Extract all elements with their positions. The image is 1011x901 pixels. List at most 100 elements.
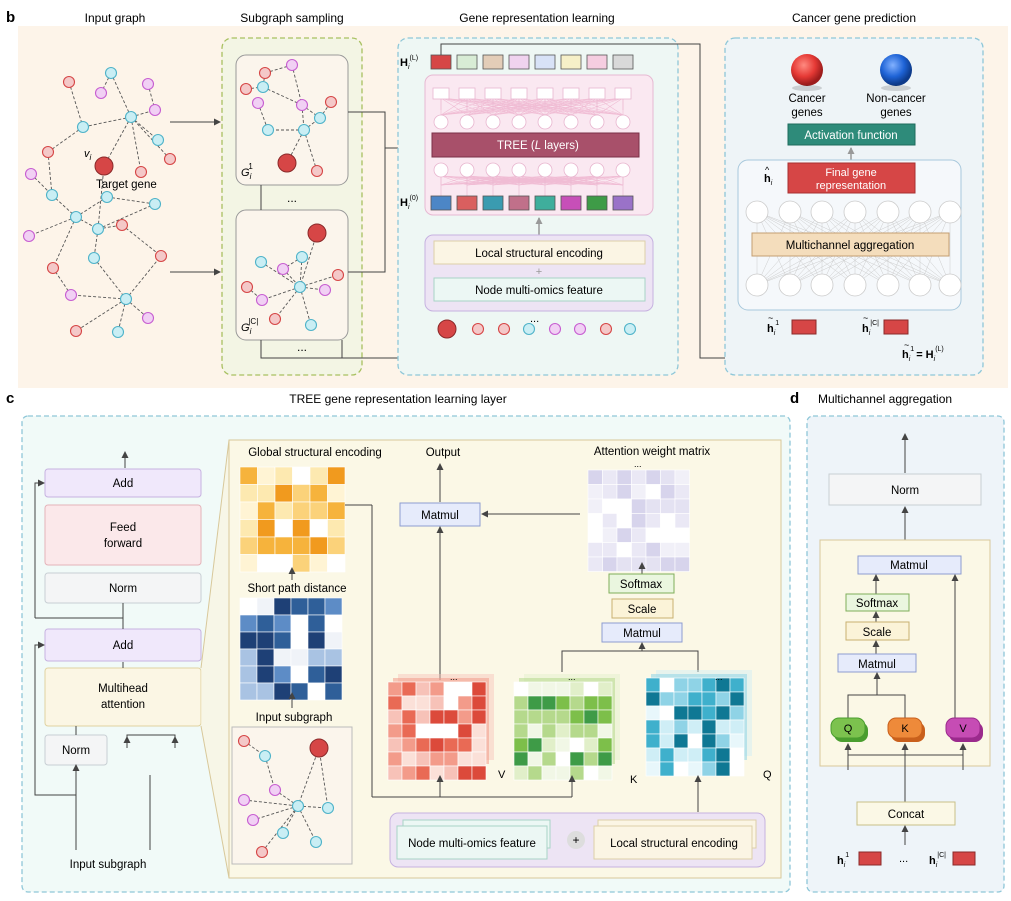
tree-mid-unit [511,114,527,130]
prediction-title: Cancer gene prediction [792,11,916,25]
matrix-cell [616,498,632,514]
d-k-chip: K [887,717,925,742]
matrix-cell [616,527,632,543]
h-tilde-c-tilde: ~ [863,313,868,323]
graph-edge [301,104,321,119]
matrix-cell [471,709,487,725]
matrix-cell [527,737,543,753]
matrix-cell [273,682,292,701]
add-label-bottom: Add [113,640,133,652]
hl-label: Hi(L) [400,55,418,71]
matrix-cell [587,498,603,514]
output-title: Output [426,447,461,459]
matrix-cell [673,733,689,749]
tree-edge [544,97,624,116]
matrix-cell [602,484,618,500]
matrix-cell [274,501,293,520]
graph-edge [303,129,318,172]
k-label: K [630,774,638,786]
matrix-cell [602,556,618,572]
matrix-cell [660,484,676,500]
matrix-cell [597,709,613,725]
agg-bottom-unit [810,273,834,297]
matrix-cell [415,709,431,725]
matrix-cell [256,665,275,684]
gene-node [255,845,269,859]
panel-d-title: Multichannel aggregation [818,392,952,406]
matrix-cell [659,705,675,721]
gene-node [46,261,60,275]
matrix-cell [645,747,661,763]
matrix-cell [401,765,417,781]
h-0-cell [560,195,582,211]
h-l-cell [508,54,530,70]
gene-node [623,322,637,336]
tree-mid-unit [589,114,605,130]
graph-edge [299,286,312,326]
matrix-cell [290,597,309,616]
gene-node [24,167,38,181]
matrix-cell [309,554,328,573]
graph-edge [299,274,339,288]
matrix-cell [645,677,661,693]
matrix-cell [555,681,571,697]
graph-edge [97,203,156,230]
matrix-cell [583,737,599,753]
h-l-cell [534,54,556,70]
matrix-cell [729,691,745,707]
matrix-cell [674,527,690,543]
gene-node [258,749,272,763]
matrix-cell [660,498,676,514]
target-gene-node [277,153,297,173]
matrix-cell [701,733,717,749]
matrix-cell [239,682,258,701]
d-matmul-top-box [857,555,962,575]
matrix-cell [729,705,745,721]
matrix-cell [631,484,647,500]
matrix-cell [583,751,599,767]
matrix-cell [555,695,571,711]
c-local-enc-label: Local structural encoding [610,838,738,850]
matrix-cell [471,751,487,767]
node-vi-label: vi [84,148,92,162]
gene-node [321,801,335,815]
matrix-cell [645,556,661,572]
matrix-cell [387,723,403,739]
matrix-cell [256,648,275,667]
matrix-cell [239,554,258,573]
gene-node [291,799,305,813]
matrix-cell [674,484,690,500]
matrix-cell [587,556,603,572]
multichannel-label: Multichannel aggregation [786,240,915,252]
h-tilde-c-label: hi|C| [862,320,879,337]
matrix-cell [660,527,676,543]
matrix-cell [674,556,690,572]
agg-top-unit [938,200,962,224]
agg-bottom-unit [745,273,769,297]
matrix-cell [307,631,326,650]
gene-node [115,218,129,232]
matrix-cell [541,709,557,725]
matrix-cell [602,527,618,543]
cancer-label-1: Cancer [788,93,825,105]
matrix-cell [701,747,717,763]
matrix-cell [687,691,703,707]
d-v-chip-front [945,717,981,739]
plus-label: + [536,266,542,278]
attn-matrix-title: Attention weight matrix [594,446,711,458]
input-graph [22,66,177,339]
matrix-cell [645,691,661,707]
g1-label: Gi1 [241,162,253,181]
gene-node [69,324,83,338]
h-0-row [430,195,634,211]
h-tilde-c-box [883,319,909,335]
matrix-cell [645,498,661,514]
matrix-cell [687,677,703,693]
noncancer-ball-shadow [881,85,911,91]
matrix-cell [597,751,613,767]
graph-edge [262,86,303,106]
tree-layers-bar [431,132,640,158]
matrix-cell [659,691,675,707]
tree-mid-unit-2 [537,162,553,178]
panel-c-letter: c [6,390,14,407]
